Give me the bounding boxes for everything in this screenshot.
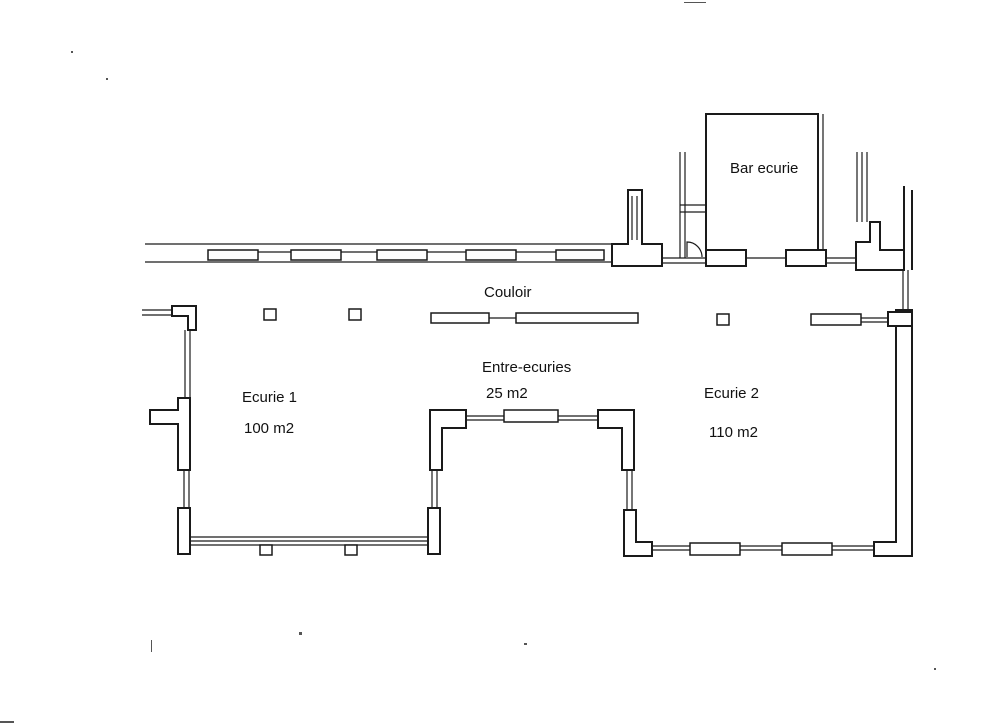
pillar-1 (263, 308, 277, 321)
bar-pier-right (785, 249, 827, 267)
ecurie1-corner-nw (171, 305, 197, 331)
ecurie2-south-window-1 (689, 542, 741, 556)
scan-specks (0, 2, 936, 723)
north-wall (145, 152, 706, 267)
entre-window (503, 409, 559, 423)
ecurie2-area-label: 110 m2 (709, 424, 758, 441)
door-swing (686, 241, 703, 258)
ecurie2-ne-pier (887, 311, 913, 327)
north-window-2 (290, 249, 342, 261)
ecurie2-sw-pier (623, 509, 653, 557)
corridor-partition-1 (430, 312, 490, 324)
ecurie2-south-window-2 (781, 542, 833, 556)
ecurie1-sw-pier (177, 507, 191, 555)
entre-nw-pier (429, 409, 467, 471)
entre-ecuries-room: Entre-ecuries 25 m2 (429, 359, 635, 508)
northeast-corner (826, 152, 913, 310)
bar-pier-left (705, 249, 747, 267)
pillar-2 (348, 308, 362, 321)
ecurie2-se-corner (873, 309, 913, 557)
north-window-5 (555, 249, 605, 261)
ecurie-1-room: Ecurie 1 100 m2 (142, 305, 441, 556)
bar-ecurie-room: Bar ecurie (705, 113, 827, 267)
pillar-3 (716, 313, 730, 326)
ecurie2-name-label: Ecurie 2 (704, 385, 759, 402)
entre-ne-pier (597, 409, 635, 471)
entre-ecuries-area-label: 25 m2 (486, 385, 528, 402)
bar-ecurie-label: Bar ecurie (730, 160, 798, 177)
north-window-3 (376, 249, 428, 261)
entre-ecuries-name-label: Entre-ecuries (482, 359, 571, 376)
ecurie1-name-label: Ecurie 1 (242, 389, 297, 406)
ecurie1-pillar-1 (259, 544, 273, 556)
north-window-1 (207, 249, 259, 261)
ecurie1-se-pier (427, 507, 441, 555)
ecurie1-area-label: 100 m2 (244, 420, 294, 437)
corridor-elements: Couloir (263, 284, 888, 326)
ecurie1-pillar-2 (344, 544, 358, 556)
corridor-partition-3 (810, 313, 862, 326)
north-window-4 (465, 249, 517, 261)
ecurie1-west-pier (149, 397, 191, 471)
corridor-partition-2 (515, 312, 639, 324)
couloir-label: Couloir (484, 284, 532, 301)
ecurie-2-room: Ecurie 2 110 m2 (623, 309, 913, 557)
